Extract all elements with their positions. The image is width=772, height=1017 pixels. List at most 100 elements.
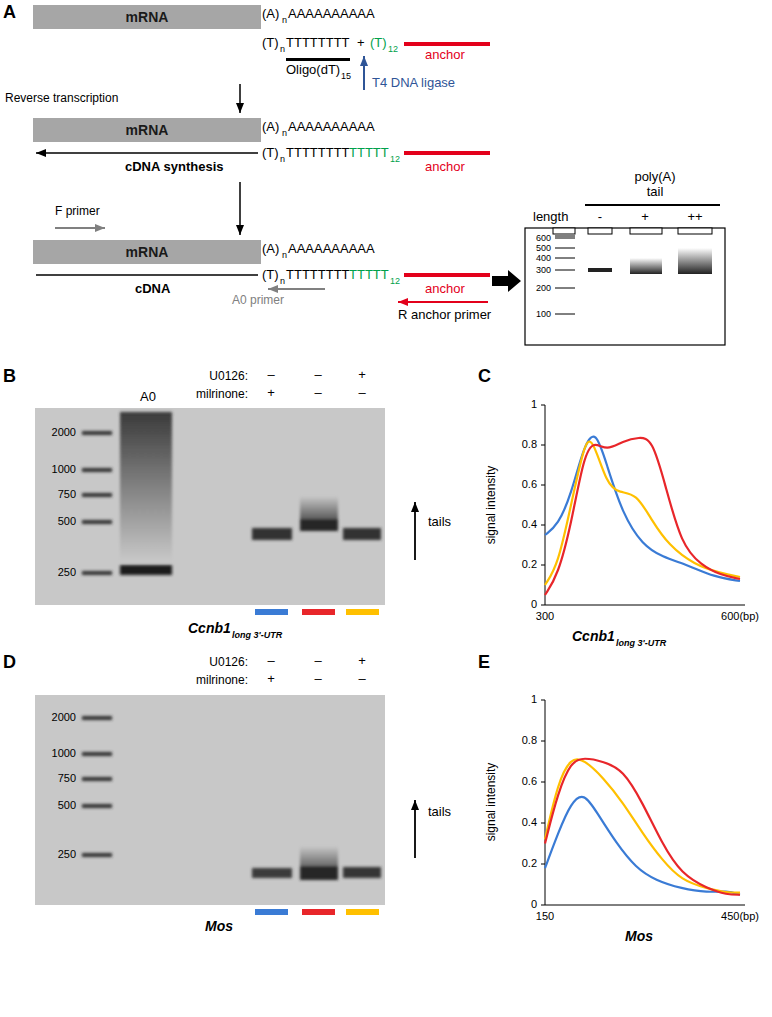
lane-bar xyxy=(255,609,288,615)
intensity-curve xyxy=(545,438,740,595)
figure-label: 1 xyxy=(531,693,537,706)
figure-label: tails xyxy=(428,515,451,530)
gel-band xyxy=(343,867,381,878)
figure-label: 2000 xyxy=(52,426,76,439)
ladder-line xyxy=(555,236,575,237)
gel-band xyxy=(630,258,662,274)
figure-label: 1 xyxy=(531,398,537,411)
ladder-line xyxy=(555,270,575,271)
figure-label: + xyxy=(641,210,649,225)
figure-label: D xyxy=(3,652,16,673)
figure-label: TTTTTTTT xyxy=(286,36,350,51)
ladder-line xyxy=(555,238,575,239)
figure-label: C xyxy=(478,366,491,387)
oligo-bar xyxy=(286,58,350,61)
figure-label: length xyxy=(533,210,568,225)
figure-label: – xyxy=(358,672,365,687)
figure-label: signal intensity xyxy=(485,466,499,545)
figure-label: 1000 xyxy=(52,747,76,760)
figure-label: + xyxy=(358,368,366,383)
ladder-band xyxy=(82,571,112,575)
ladder-band xyxy=(82,520,112,524)
figure-label: + xyxy=(357,36,365,51)
figure-label: – xyxy=(267,654,274,669)
gel-well xyxy=(630,228,662,234)
figure-label: + xyxy=(358,654,366,669)
figure-label: 0.2 xyxy=(522,558,537,571)
figure-label: 300 xyxy=(536,266,551,275)
arrow-line xyxy=(363,56,365,90)
intensity-curve xyxy=(545,759,740,895)
figure-label: Mos xyxy=(625,928,653,944)
ladder-line xyxy=(555,248,575,249)
axis-tick xyxy=(541,485,545,486)
figure-label: 250 xyxy=(58,848,76,861)
figure-label: Mos xyxy=(205,918,233,934)
gel-image xyxy=(35,408,385,605)
figure-label: 0.4 xyxy=(522,816,537,829)
figure-label: 600 xyxy=(536,234,551,243)
smear xyxy=(120,412,172,562)
gel-image xyxy=(35,695,385,905)
axis-tick xyxy=(541,823,545,824)
gel-band xyxy=(343,528,381,540)
figure-label: TTTTTTTT xyxy=(286,146,350,161)
ladder-band xyxy=(82,431,112,435)
x-axis xyxy=(545,905,745,906)
figure-label: (A) xyxy=(262,7,279,22)
x-axis xyxy=(545,605,745,606)
arrow-line xyxy=(268,288,325,290)
figure-label: Reverse transcription xyxy=(5,92,118,106)
node-label: mRNA xyxy=(126,9,169,25)
figure-label: R anchor primer xyxy=(398,308,491,323)
figure-label: 0 xyxy=(531,898,537,911)
figure-label: (T) xyxy=(262,146,279,161)
anchor-bar xyxy=(404,273,490,277)
gel-bands xyxy=(82,412,381,575)
figure-label: tails xyxy=(428,805,451,820)
lane-bar xyxy=(346,909,379,915)
gel-band xyxy=(120,565,172,575)
figure-label: E xyxy=(478,652,490,673)
figure-label: F primer xyxy=(55,205,100,219)
figure-label: 0.8 xyxy=(522,438,537,451)
figure-label: 600(bp) xyxy=(721,610,759,623)
figure-label: 15 xyxy=(341,71,351,81)
figure-label: (T) xyxy=(262,36,279,51)
figure-label: – xyxy=(358,386,365,401)
gel-bands xyxy=(82,716,381,880)
gel-band xyxy=(300,846,338,880)
figure-label: - xyxy=(598,210,602,225)
axis-tick xyxy=(541,405,545,406)
figure-label: – xyxy=(314,368,321,383)
figure-label: 12 xyxy=(388,44,398,54)
figure-label: signal intensity xyxy=(485,763,499,842)
lane-bar xyxy=(302,609,335,615)
arrow-line xyxy=(239,84,241,113)
figure-label: cDNA xyxy=(135,282,170,297)
figure-label: long 3'-UTR xyxy=(616,638,666,648)
figure-label: 0.6 xyxy=(522,478,537,491)
y-axis xyxy=(545,405,546,605)
figure-label: 250 xyxy=(58,566,76,579)
gel-band xyxy=(678,248,712,274)
figure-label: – xyxy=(314,386,321,401)
cdna-line xyxy=(36,274,258,276)
figure-label: TTTTT xyxy=(349,146,389,161)
figure-label: Oligo(dT) xyxy=(286,63,340,78)
figure-label: AAAAAAAAAA xyxy=(288,120,375,135)
figure-label: AAAAAAAAAA xyxy=(288,7,375,22)
figure-label: 100 xyxy=(536,310,551,319)
figure-label: – xyxy=(267,368,274,383)
gel-band xyxy=(252,868,292,878)
ladder-band xyxy=(82,752,112,756)
figure-label: + xyxy=(267,386,275,401)
figure-label: Ccnb1 xyxy=(188,620,231,636)
intensity-curve xyxy=(545,759,740,892)
mrna-box: mRNA xyxy=(33,118,261,142)
figure-label: B xyxy=(3,366,16,387)
figure-label: 500 xyxy=(58,799,76,812)
figure-label: U0126: xyxy=(209,656,248,670)
figure-label: cDNA synthesis xyxy=(125,160,224,175)
axis-tick xyxy=(541,864,545,865)
